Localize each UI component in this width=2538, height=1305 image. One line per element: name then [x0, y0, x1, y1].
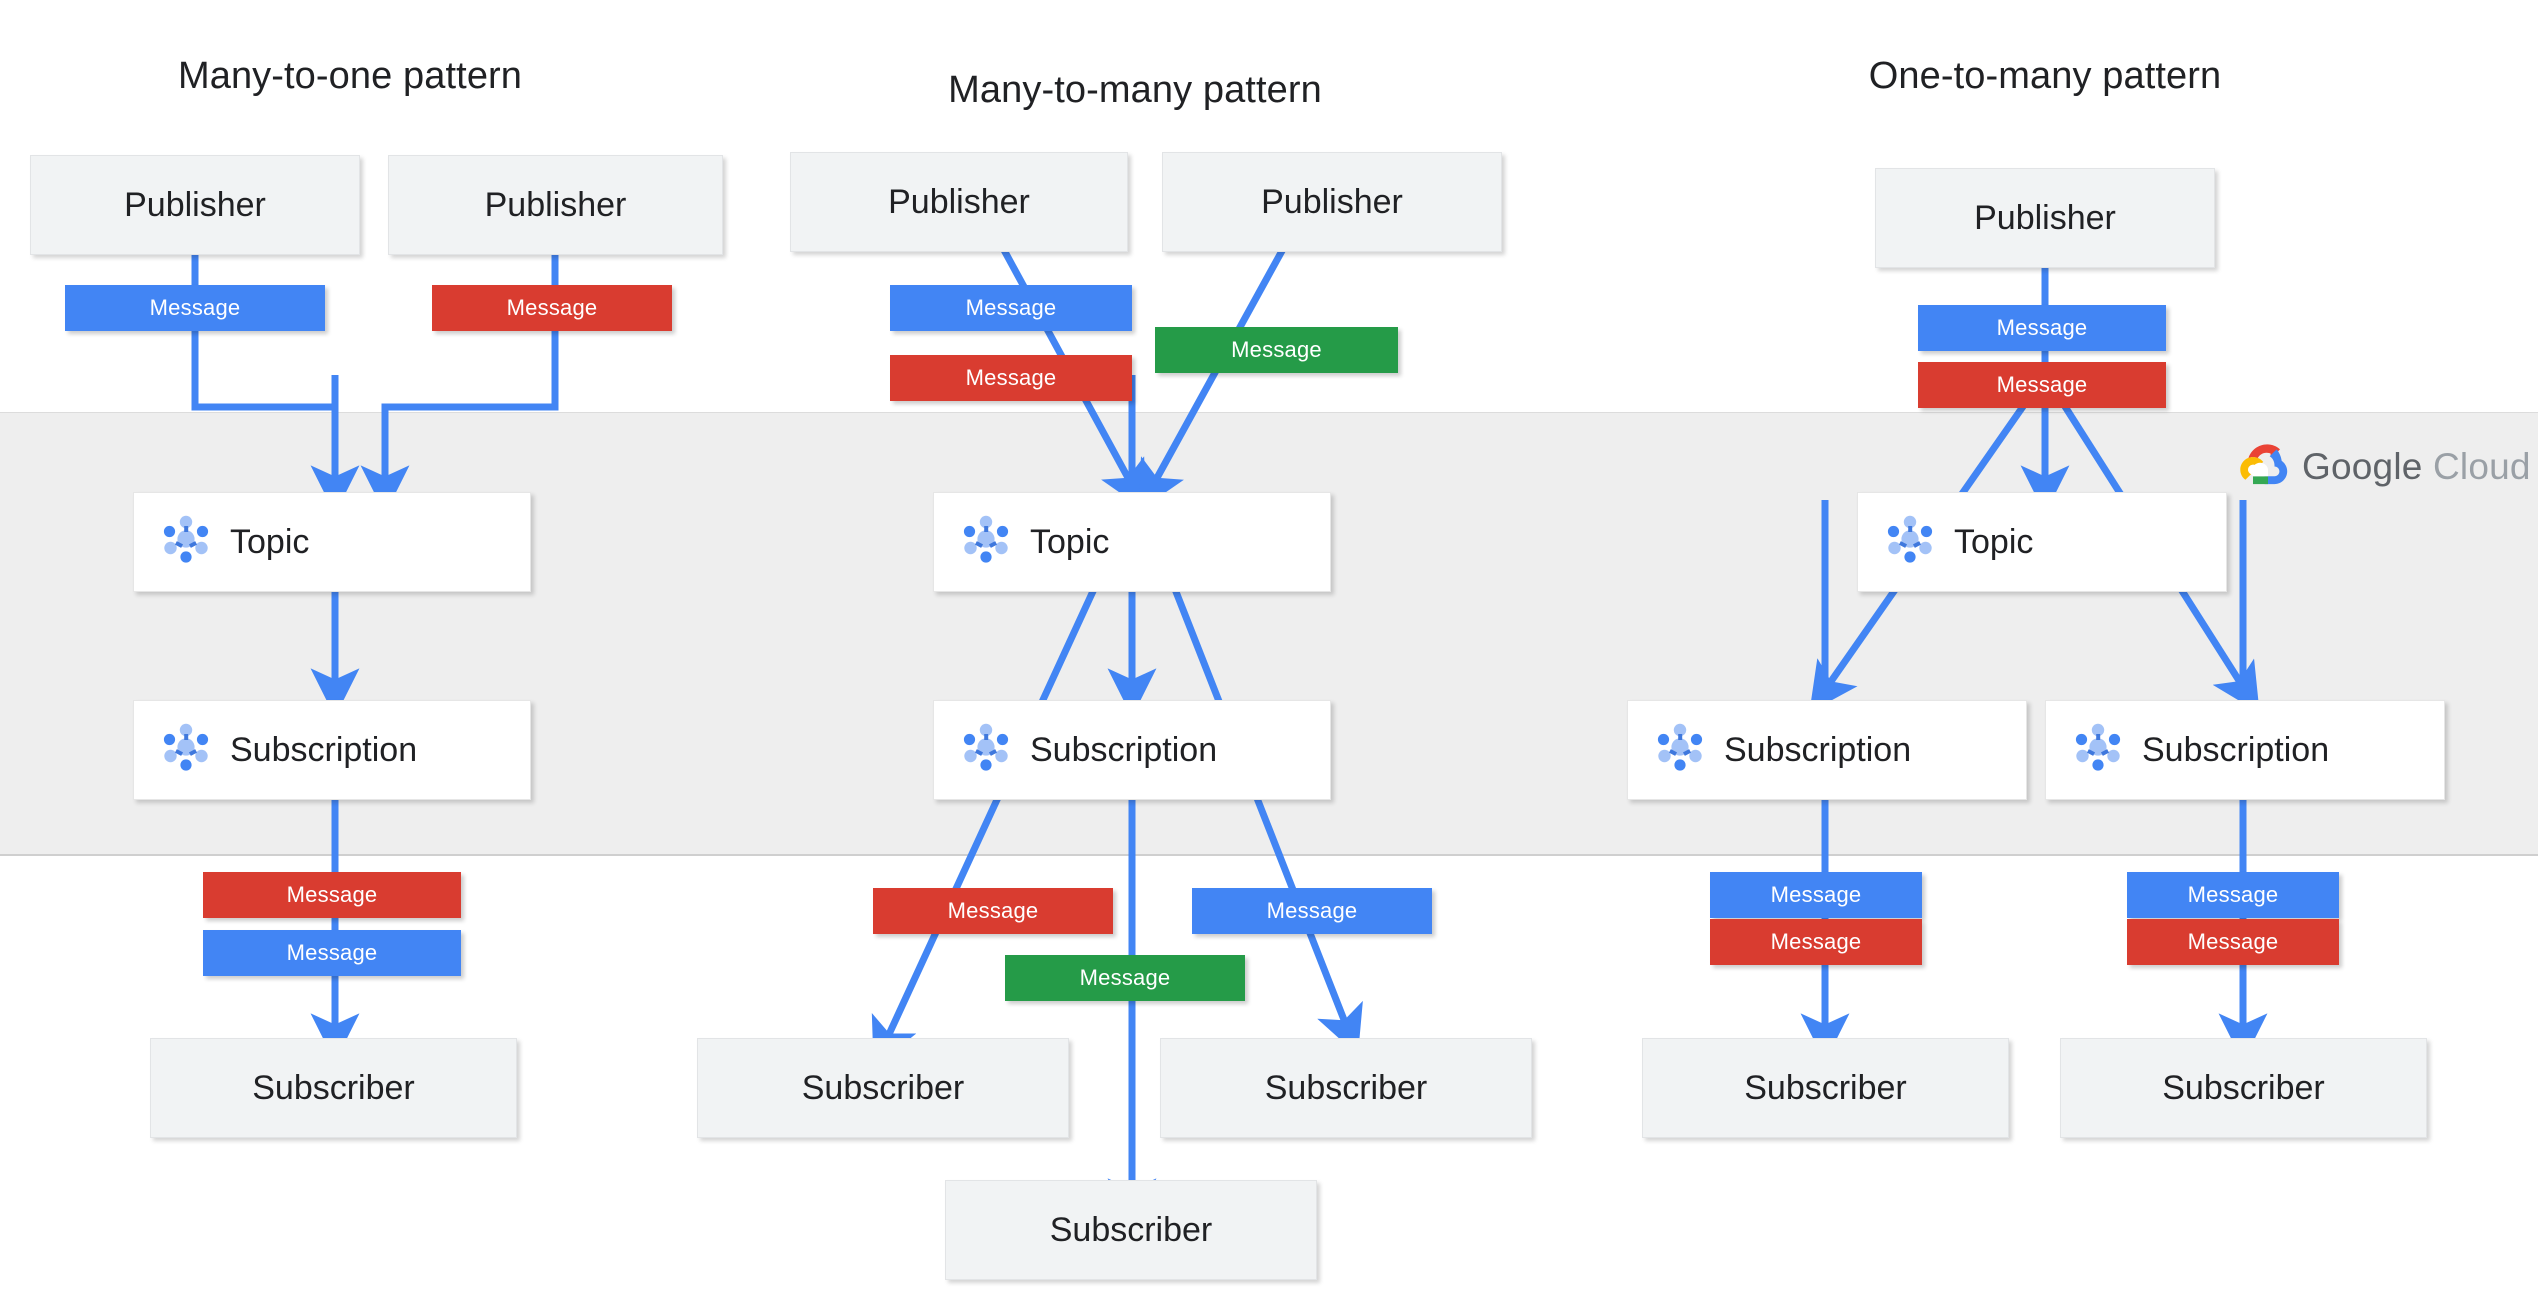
publisher-box[interactable]: Publisher [1875, 168, 2215, 268]
pattern-title-one-to-many: One-to-many pattern [1868, 55, 2222, 97]
message-chip: Message [1918, 362, 2166, 408]
message-label: Message [965, 295, 1057, 320]
subscriber-box[interactable]: Subscriber [150, 1038, 517, 1138]
pubsub-subscription-icon [2072, 720, 2124, 781]
message-chip: Message [1192, 888, 1432, 934]
topic-label: Topic [1030, 522, 1110, 561]
message-chip: Message [1005, 955, 1245, 1001]
publisher-label: Publisher [124, 185, 266, 224]
publisher-label: Publisher [1261, 182, 1403, 221]
subscriber-label: Subscriber [1049, 1210, 1213, 1249]
message-label: Message [1770, 882, 1862, 907]
publisher-label: Publisher [1974, 198, 2116, 237]
subscription-label: Subscription [2142, 730, 2330, 769]
message-chip: Message [1710, 872, 1922, 918]
subscription-box[interactable]: Subscription [2045, 700, 2445, 800]
google-cloud-logo-icon [2240, 443, 2288, 490]
message-label: Message [965, 365, 1057, 390]
message-label: Message [1770, 929, 1862, 954]
publisher-label: Publisher [888, 182, 1030, 221]
pubsub-subscription-icon [160, 720, 212, 781]
cloud-word: Cloud [2433, 445, 2531, 487]
message-label: Message [2187, 929, 2279, 954]
message-label: Message [1079, 965, 1171, 990]
subscriber-label: Subscriber [2162, 1068, 2325, 1107]
message-chip: Message [2127, 919, 2339, 965]
message-label: Message [947, 898, 1039, 923]
message-chip: Message [432, 285, 672, 331]
subscription-box[interactable]: Subscription [933, 700, 1331, 800]
message-label: Message [1266, 898, 1358, 923]
subscriber-box[interactable]: Subscriber [697, 1038, 1069, 1138]
message-chip: Message [890, 285, 1132, 331]
pattern-title-many-to-one: Many-to-one pattern [177, 55, 523, 97]
message-label: Message [286, 882, 378, 907]
message-label: Message [506, 295, 598, 320]
subscription-label: Subscription [230, 730, 418, 769]
message-chip: Message [65, 285, 325, 331]
message-label: Message [1231, 337, 1322, 362]
subscriber-label: Subscriber [1264, 1068, 1428, 1107]
message-label: Message [286, 940, 378, 965]
message-chip: Message [1918, 305, 2166, 351]
message-label: Message [1996, 372, 2088, 397]
topic-box[interactable]: Topic [933, 492, 1331, 592]
google-cloud-wordmark: Google Cloud [2302, 446, 2531, 488]
topic-label: Topic [230, 522, 310, 561]
subscriber-box[interactable]: Subscriber [2060, 1038, 2427, 1138]
pubsub-subscription-icon [1654, 720, 1706, 781]
message-chip: Message [203, 872, 461, 918]
subscriber-box[interactable]: Subscriber [1642, 1038, 2009, 1138]
pattern-title-many-to-many: Many-to-many pattern [948, 69, 1322, 111]
topic-box[interactable]: Topic [1857, 492, 2227, 592]
message-chip: Message [2127, 872, 2339, 918]
publisher-box[interactable]: Publisher [30, 155, 360, 255]
publisher-label: Publisher [484, 185, 627, 224]
topic-label: Topic [1954, 522, 2034, 561]
topic-box[interactable]: Topic [133, 492, 531, 592]
message-chip: Message [203, 930, 461, 976]
pubsub-topic-icon [160, 512, 212, 573]
subscription-box[interactable]: Subscription [1627, 700, 2027, 800]
message-label: Message [149, 295, 241, 320]
message-chip: Message [890, 355, 1132, 401]
message-chip: Message [1710, 919, 1922, 965]
subscriber-box[interactable]: Subscriber [1160, 1038, 1532, 1138]
subscription-box[interactable]: Subscription [133, 700, 531, 800]
message-label: Message [2187, 882, 2279, 907]
pubsub-topic-icon [1884, 512, 1936, 573]
google-cloud-logo: Google Cloud [2240, 443, 2531, 490]
subscription-label: Subscription [1030, 730, 1218, 769]
message-label: Message [1996, 315, 2088, 340]
publisher-box[interactable]: Publisher [388, 155, 723, 255]
subscriber-label: Subscriber [252, 1068, 415, 1107]
subscriber-label: Subscriber [1744, 1068, 1907, 1107]
message-chip: Message [1155, 327, 1398, 373]
publisher-box[interactable]: Publisher [790, 152, 1128, 252]
subscriber-label: Subscriber [801, 1068, 965, 1107]
google-word: Google [2302, 445, 2423, 487]
pubsub-subscription-icon [960, 720, 1012, 781]
subscriber-box[interactable]: Subscriber [945, 1180, 1317, 1280]
pubsub-topic-icon [960, 512, 1012, 573]
subscription-label: Subscription [1724, 730, 1912, 769]
message-chip: Message [873, 888, 1113, 934]
publisher-box[interactable]: Publisher [1162, 152, 1502, 252]
